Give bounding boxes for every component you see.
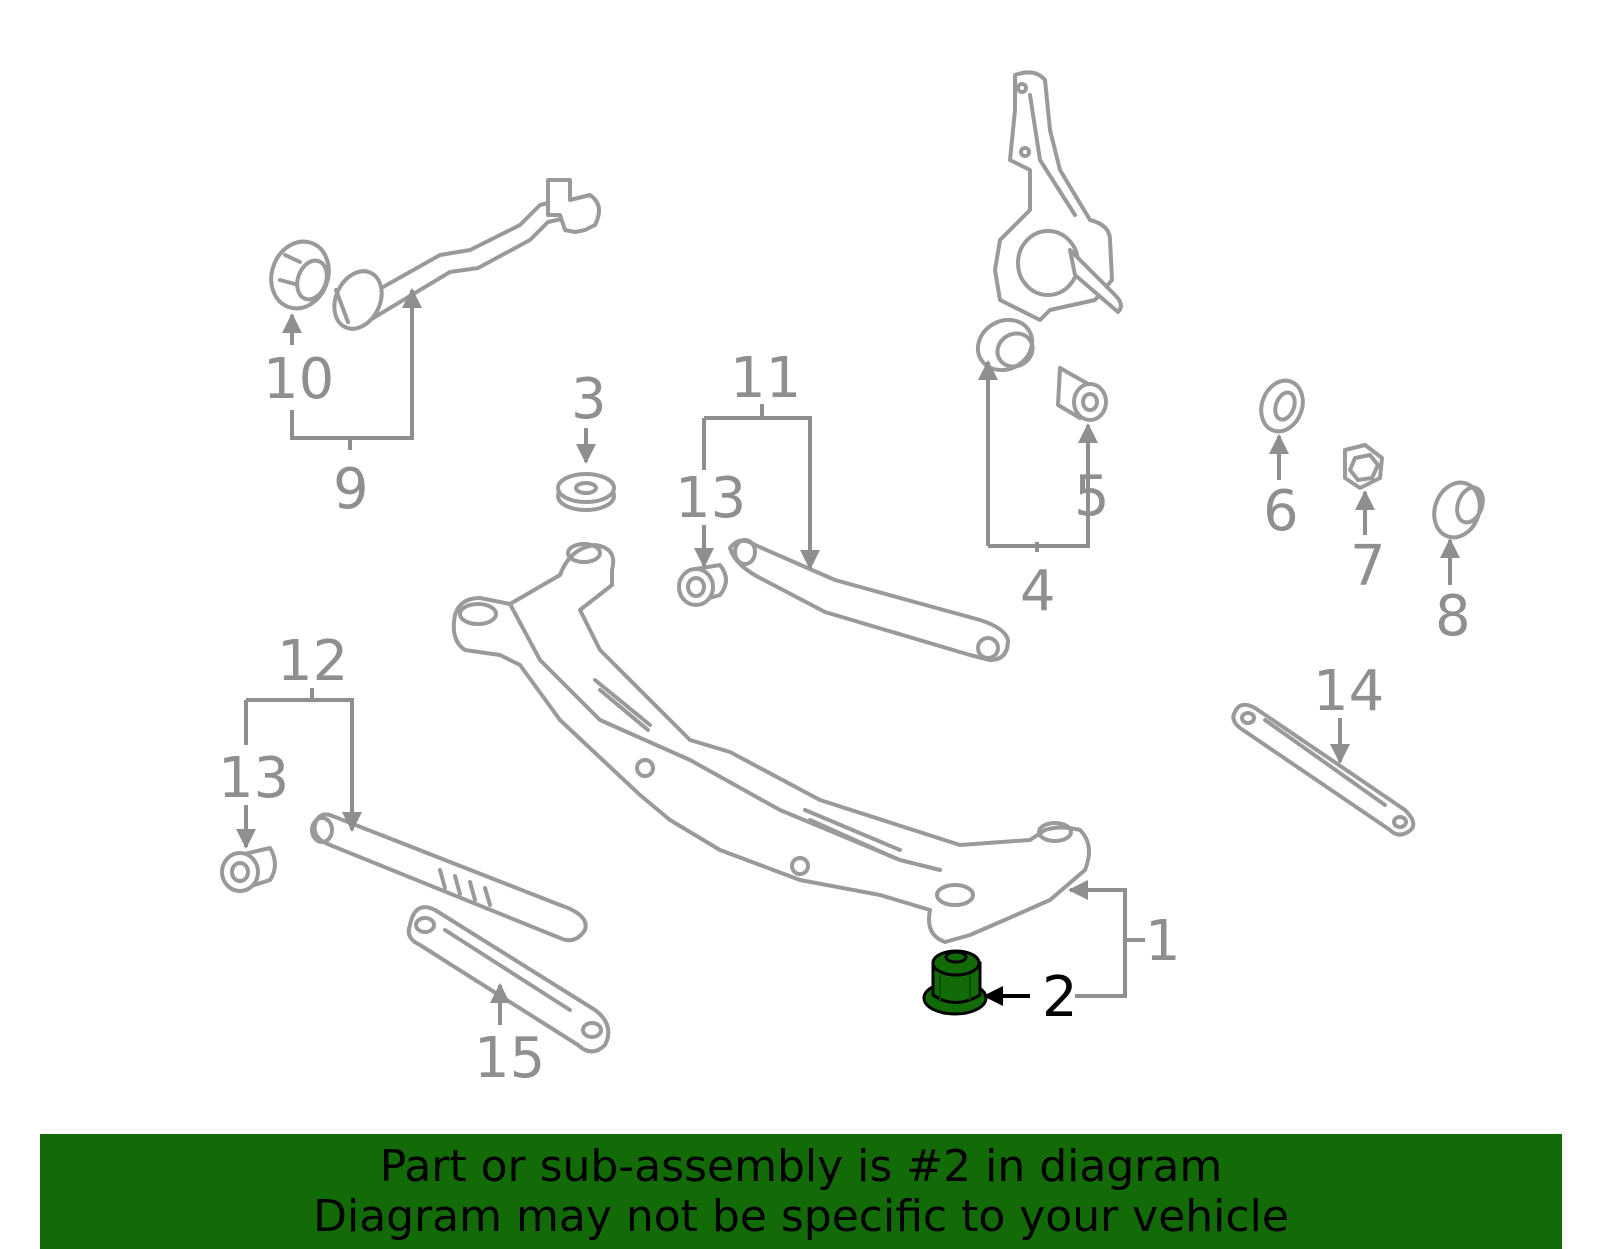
callout-12: 12	[277, 629, 348, 694]
callout-1: 1	[1145, 909, 1181, 974]
part-7-nut[interactable]	[1343, 443, 1384, 490]
banner-line-2: Diagram may not be specific to your vehi…	[313, 1190, 1289, 1242]
part-13-bushing-lower[interactable]	[220, 846, 277, 893]
callout-7: 7	[1350, 534, 1386, 599]
part-2-bushing-highlighted[interactable]	[922, 949, 988, 1016]
notice-banner: Part or sub-assembly is #2 in diagram Di…	[40, 1134, 1562, 1249]
callout-11: 11	[730, 346, 801, 411]
callout-14: 14	[1313, 659, 1384, 724]
part-3-washer[interactable]	[556, 472, 616, 512]
parts-diagram: 1 2 3 4 5 6 7 8 9 10 11 12 13 13 14 15	[218, 70, 1488, 1091]
part-6-washer[interactable]	[1254, 375, 1309, 438]
callout-6: 6	[1263, 479, 1299, 544]
leader-lines	[236, 288, 1460, 1025]
callout-10: 10	[263, 347, 334, 412]
callout-3: 3	[571, 367, 607, 432]
callout-9: 9	[333, 457, 369, 522]
callout-13-upper: 13	[675, 466, 746, 531]
callout-8: 8	[1435, 584, 1471, 649]
part-12-lateral-link[interactable]	[310, 812, 588, 943]
part-4-knuckle[interactable]	[969, 70, 1123, 379]
part-1-crossmember[interactable]	[451, 542, 1091, 944]
banner-line-1: Part or sub-assembly is #2 in diagram	[379, 1140, 1223, 1192]
part-9-link-arm[interactable]	[325, 178, 601, 336]
callout-4: 4	[1020, 559, 1056, 624]
part-15-lateral-rod[interactable]	[406, 905, 611, 1054]
callout-2: 2	[1042, 965, 1078, 1030]
callout-15: 15	[474, 1026, 545, 1091]
part-8-bushing[interactable]	[1427, 476, 1488, 544]
part-14-toe-link[interactable]	[1231, 702, 1416, 837]
callout-labels: 1 2 3 4 5 6 7 8 9 10 11 12 13 13 14 15	[218, 346, 1471, 1091]
part-10-bushing[interactable]	[262, 233, 338, 316]
part-11-lower-arm[interactable]	[728, 538, 1010, 662]
part-13-bushing-upper[interactable]	[677, 563, 728, 607]
callout-13-lower: 13	[218, 746, 289, 811]
callout-5: 5	[1074, 464, 1110, 529]
part-5-bushing[interactable]	[1056, 366, 1108, 422]
